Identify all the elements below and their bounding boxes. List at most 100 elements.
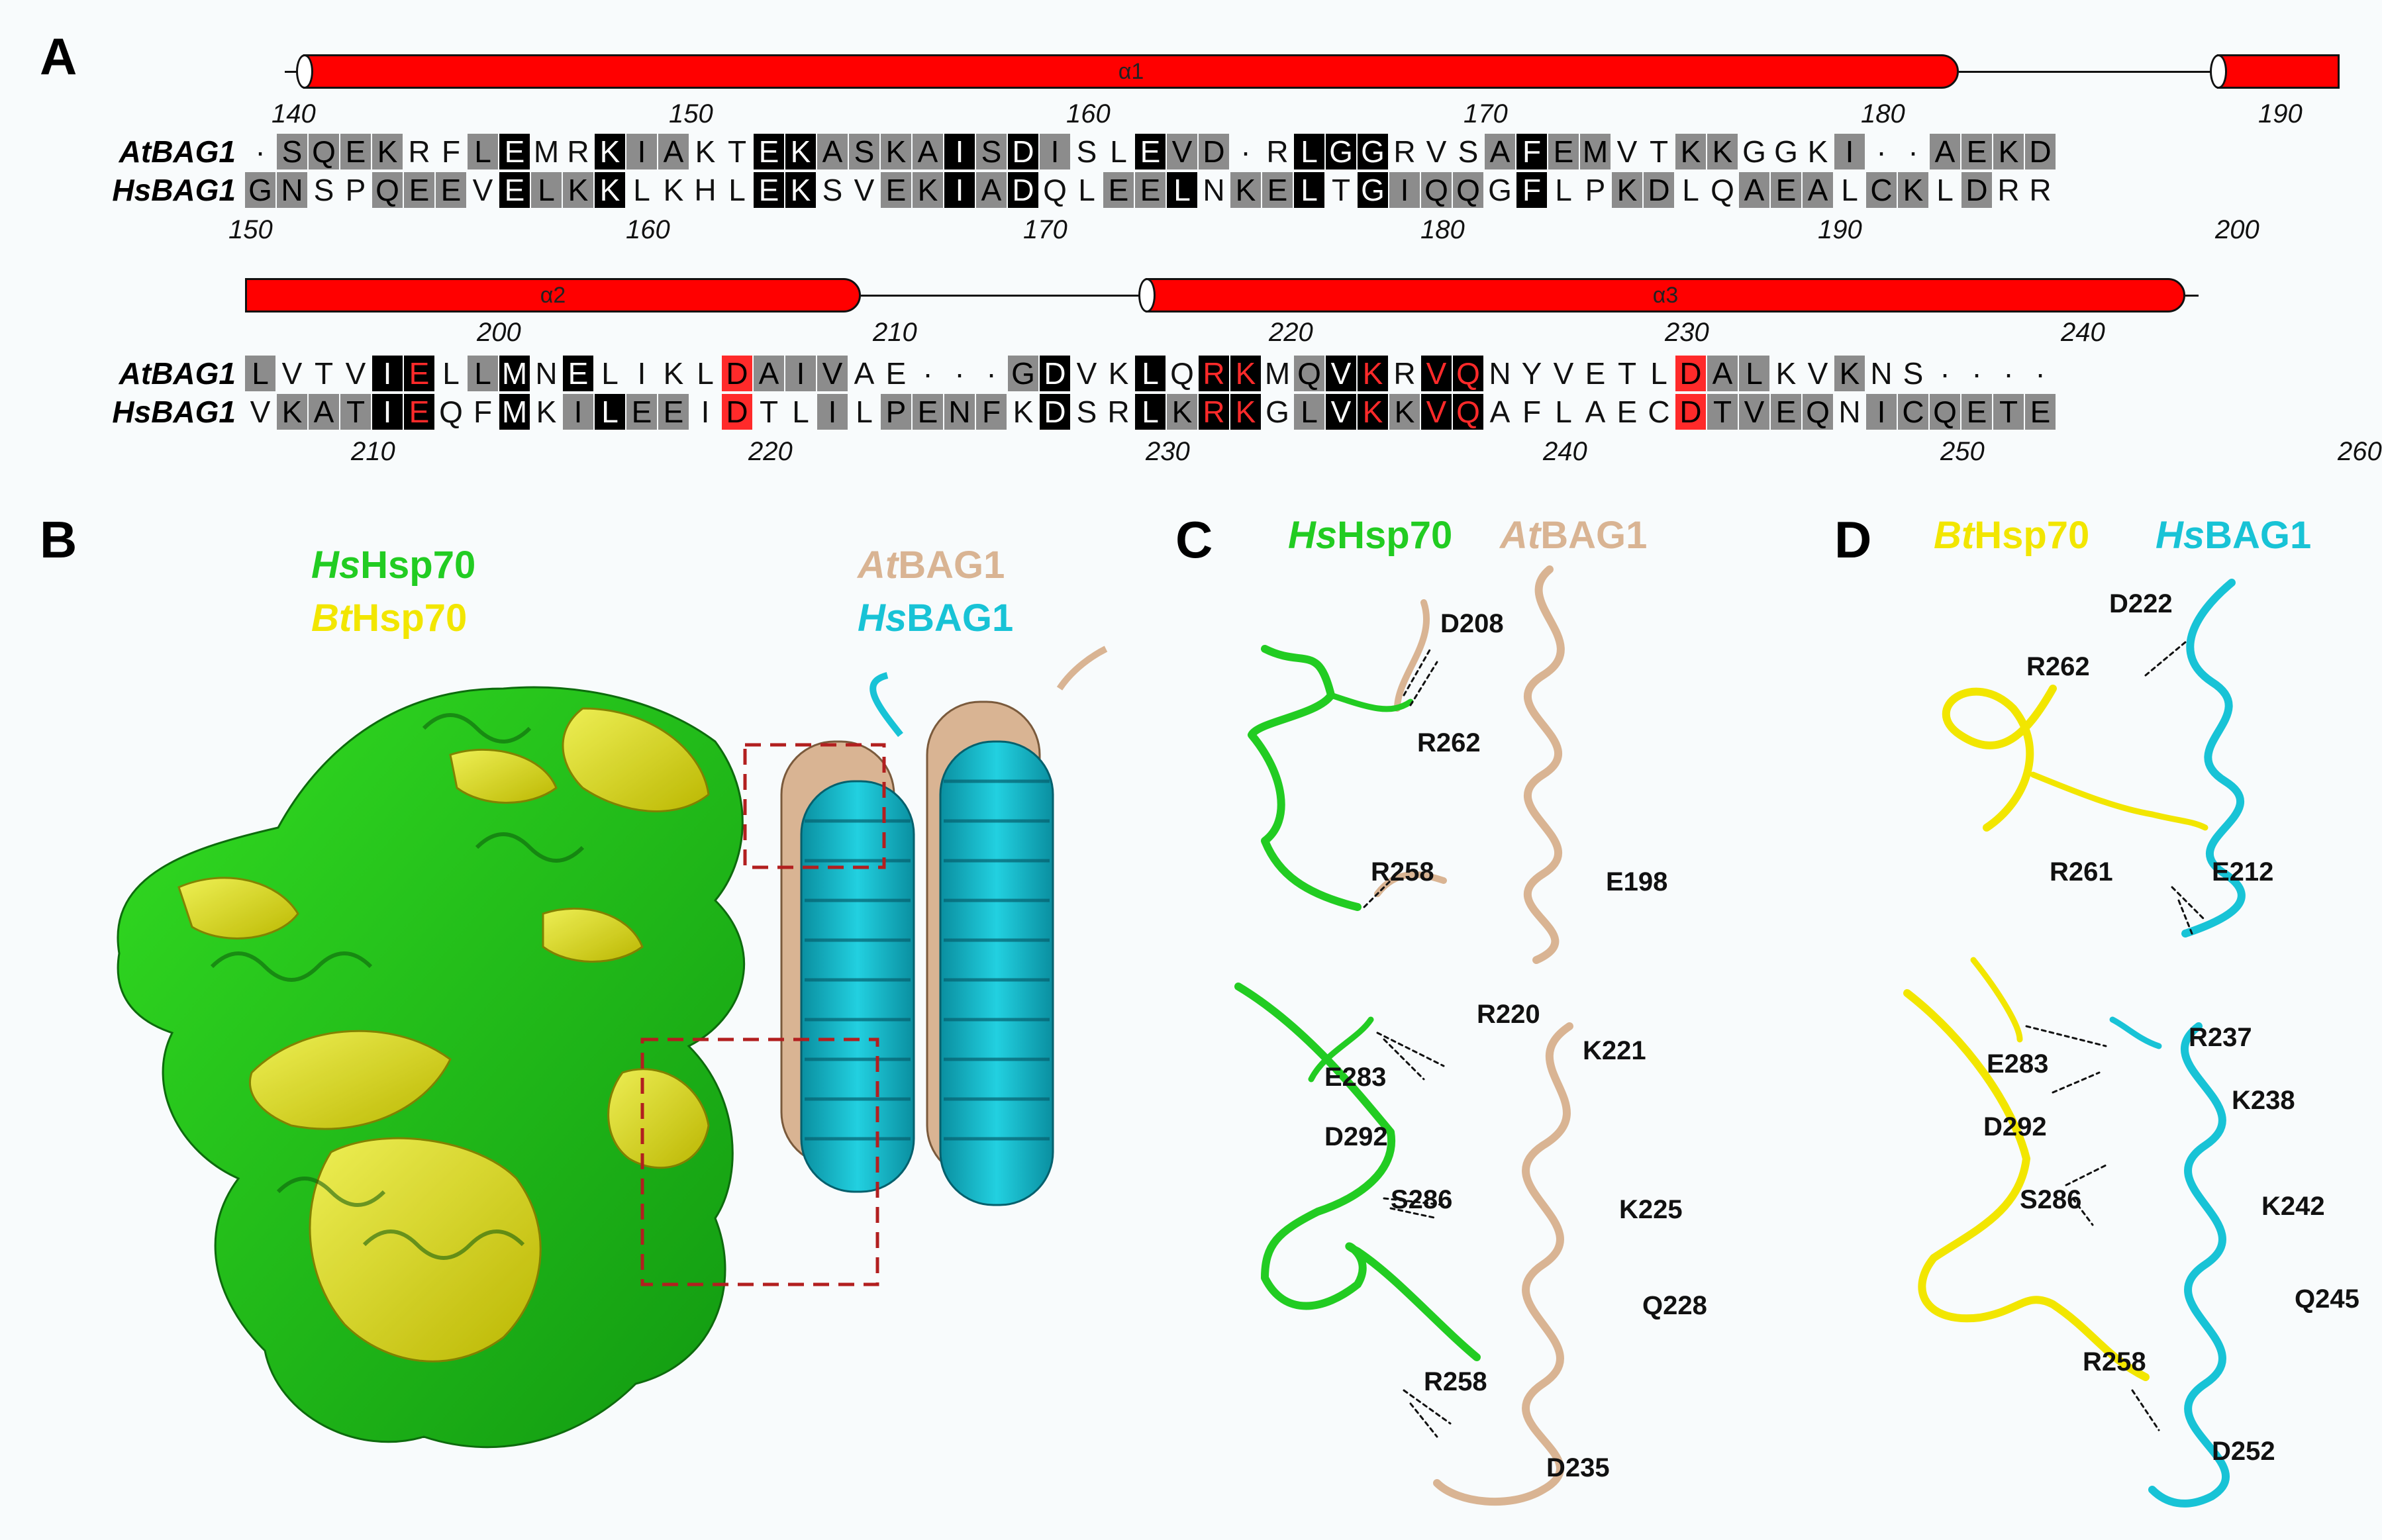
residue-cell: I <box>1389 172 1420 208</box>
residue-cell: N <box>944 394 975 430</box>
residue-cell: K <box>1675 134 1706 169</box>
residue-cell: E <box>754 172 784 208</box>
residue-cell: E <box>404 356 434 391</box>
residue-cell: K <box>663 356 684 391</box>
residue-cell: G <box>1265 395 1289 429</box>
residue-cell: L <box>1841 173 1858 207</box>
residue-cell: E <box>626 394 657 430</box>
residue-cell: D <box>1040 394 1070 430</box>
residue-cell: E <box>436 172 466 208</box>
position-number: 170 <box>1464 99 1508 128</box>
residue-cell: V <box>1616 134 1638 169</box>
residue-cell: E <box>913 394 943 430</box>
residue-cell: E <box>563 356 593 391</box>
residue-cell: I <box>563 394 593 430</box>
residue-cell: M <box>533 134 560 169</box>
residue-label: Q228 <box>1642 1291 1707 1320</box>
residue-cell: D <box>1008 172 1038 208</box>
residue-cell: · <box>922 356 933 391</box>
residue-cell: L <box>1135 356 1166 391</box>
residue-label: E283 <box>1987 1049 2049 1079</box>
position-number: 180 <box>1420 215 1465 244</box>
residue-cell: R <box>1393 134 1416 169</box>
residue-cell: T <box>759 395 779 429</box>
residue-cell: E <box>1961 134 1992 169</box>
residue-cell: L <box>1294 394 1324 430</box>
residue-cell: K <box>1775 356 1797 391</box>
residue-cell: E <box>340 134 371 169</box>
legend-bthsp70: BtHsp70 <box>311 597 468 640</box>
residue-cell: G <box>1488 173 1512 207</box>
residue-cell: A <box>1489 395 1511 429</box>
residue-cell: I <box>1040 134 1070 169</box>
residue-label: Q245 <box>2295 1284 2359 1314</box>
position-number: 190 <box>2258 99 2303 128</box>
helix-alpha1: α1 <box>296 54 1959 89</box>
residue-label: S286 <box>2020 1185 2082 1214</box>
residue-cell: S <box>976 134 1007 169</box>
residue-cell: S <box>1458 134 1479 169</box>
residue-cell: D <box>1199 134 1229 169</box>
residue-cell: E <box>1616 395 1638 429</box>
residue-cell: K <box>1230 394 1261 430</box>
residue-cell: T <box>1993 394 2024 430</box>
position-number: 220 <box>1269 318 1313 347</box>
residue-cell: E <box>1771 172 1801 208</box>
residue-cell: Q <box>1421 172 1452 208</box>
residue-label: K238 <box>2232 1086 2295 1115</box>
residue-cell: L <box>1936 173 1954 207</box>
residue-cell: K <box>1807 134 1828 169</box>
residue-label: E283 <box>1324 1063 1387 1092</box>
sequence-name: HsBAG1 <box>112 173 236 207</box>
residue-cell: D <box>2025 134 2056 169</box>
residue-cell: E <box>1771 394 1801 430</box>
residue-label: E198 <box>1606 867 1668 896</box>
residue-cell: L <box>531 172 562 208</box>
residue-cell: K <box>1167 394 1197 430</box>
residue-label: R258 <box>1371 857 1434 887</box>
position-number: 200 <box>2215 215 2259 244</box>
residue-label: E212 <box>2212 857 2274 887</box>
residue-cell: · <box>954 356 965 391</box>
residue-cell: V <box>1326 394 1356 430</box>
position-number: 190 <box>1818 215 1862 244</box>
residue-cell: E <box>404 172 434 208</box>
residue-cell: I <box>626 134 657 169</box>
residue-cell: E <box>658 394 689 430</box>
sequence-name: HsBAG1 <box>112 395 236 429</box>
residue-cell: · <box>255 134 266 169</box>
residue-cell: I <box>372 356 403 391</box>
residue-cell: L <box>1739 356 1769 391</box>
residue-cell: A <box>817 134 848 169</box>
residue-cell: S <box>277 134 307 169</box>
residue-cell: R <box>1393 356 1416 391</box>
residue-cell: I <box>1866 394 1897 430</box>
position-number: 250 <box>1940 437 1985 466</box>
residue-cell: G <box>1326 134 1356 169</box>
residue-cell: F <box>1522 395 1542 429</box>
residue-label: D252 <box>2212 1437 2275 1466</box>
residue-cell: · <box>1908 134 1918 169</box>
legend-atbag1: AtBAG1 <box>1500 514 1648 557</box>
residue-cell: L <box>601 356 619 391</box>
residue-cell: V <box>281 356 303 391</box>
residue-cell: I <box>372 394 403 430</box>
residue-cell: · <box>986 356 997 391</box>
residue-cell: S <box>313 173 334 207</box>
position-number: 170 <box>1023 215 1067 244</box>
residue-cell: H <box>694 173 717 207</box>
residue-cell: L <box>728 173 746 207</box>
residue-cell: · <box>1240 134 1251 169</box>
position-number: 210 <box>351 437 395 466</box>
position-number: 230 <box>1146 437 1190 466</box>
residue-cell: L <box>1110 134 1127 169</box>
residue-cell: D <box>1675 356 1706 391</box>
residue-cell: A <box>309 394 339 430</box>
residue-cell: N <box>277 172 307 208</box>
residue-label: D222 <box>2109 589 2173 618</box>
helix-alpha3: α3 <box>1138 278 2185 313</box>
residue-cell: K <box>1358 394 1388 430</box>
connector-line <box>2185 295 2199 297</box>
residue-cell: D <box>1040 356 1070 391</box>
